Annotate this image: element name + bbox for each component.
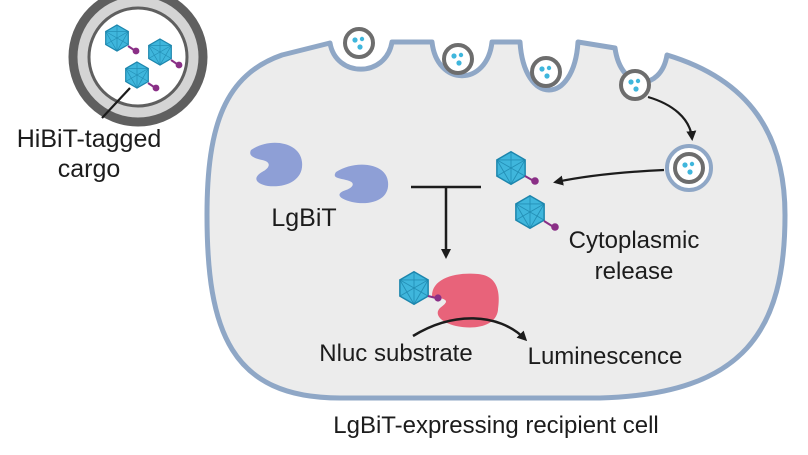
bound-hibit-virus (399, 271, 442, 305)
cytoplasmic-release-label-line1: Cytoplasmic (569, 227, 700, 254)
cargo-label-line2: cargo (58, 155, 121, 183)
vesicle-budding-3 (530, 56, 562, 88)
uptake-arrow (647, 95, 697, 141)
cell-label: LgBiT-expressing recipient cell (333, 412, 659, 439)
lgbit-protein-2 (334, 164, 389, 204)
lgbit-protein-1 (250, 142, 303, 187)
vesicle-budding-2 (442, 43, 474, 75)
cytoplasmic-release-label-line2: release (595, 258, 674, 285)
luminescence-label: Luminescence (528, 343, 683, 370)
recipient-cell (204, 39, 788, 401)
lgbit-label: LgBiT (271, 204, 336, 232)
cargo-exosome (68, 0, 208, 127)
luminescence-arrow (412, 317, 528, 342)
release-arrow (553, 168, 665, 186)
cargo-pointer-line (101, 87, 131, 119)
vesicle-budding-1 (343, 27, 375, 59)
endosome (665, 144, 713, 192)
nluc-substrate-label: Nluc substrate (319, 340, 472, 367)
released-virus-2 (515, 195, 559, 231)
cargo-label-line1: HiBiT-tagged (17, 125, 162, 153)
nluc-enzyme (432, 273, 499, 328)
released-virus-1 (496, 151, 539, 185)
vesicle-budding-4 (619, 69, 651, 101)
